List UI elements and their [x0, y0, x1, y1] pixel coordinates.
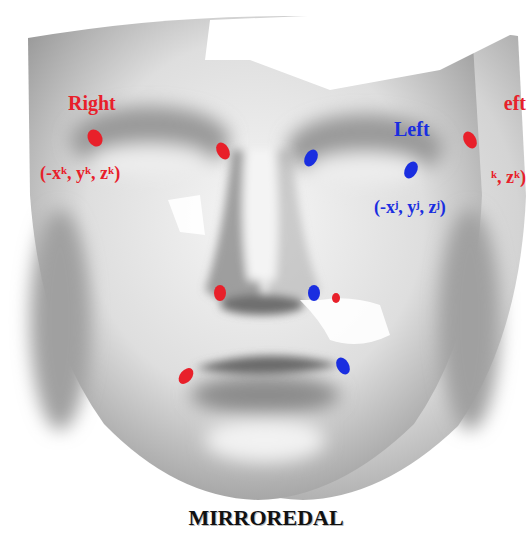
face-shading	[30, 106, 500, 462]
view-caption: MIRROREDAL	[188, 506, 343, 530]
side-label: eft	[504, 92, 526, 114]
scan-gap	[300, 298, 390, 344]
side-label: Right	[68, 92, 116, 114]
scan-gap	[168, 195, 205, 235]
scan-gap	[205, 8, 520, 90]
side-label: Left	[394, 118, 430, 140]
coordinate-label: (-xʲ, yʲ, zʲ)	[374, 198, 446, 218]
coordinate-label: (-xᵏ, yᵏ, zᵏ)	[40, 164, 120, 184]
landmark-dots	[84, 127, 479, 387]
coordinate-label: ᵏ, zᵏ)	[491, 168, 526, 188]
nose-shading	[195, 150, 340, 374]
front-face	[28, 16, 482, 500]
